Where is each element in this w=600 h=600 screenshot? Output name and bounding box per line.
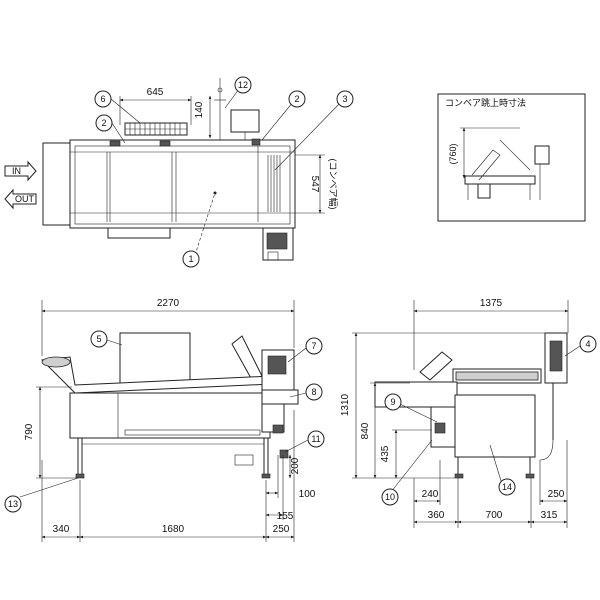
balloon-8: 8 bbox=[305, 383, 323, 401]
dim-155: 155 bbox=[277, 511, 294, 522]
svg-text:7: 7 bbox=[311, 341, 316, 351]
balloon-2-top-right: 2 bbox=[288, 90, 306, 108]
dim-645: 645 bbox=[147, 87, 164, 98]
balloon-3: 3 bbox=[336, 90, 354, 108]
svg-text:OUT: OUT bbox=[15, 194, 35, 204]
dim-240: 240 bbox=[422, 489, 439, 500]
dim-1375: 1375 bbox=[480, 298, 503, 309]
balloon-9: 9 bbox=[384, 393, 402, 411]
balloon-1: 1 bbox=[182, 250, 200, 268]
balloon-2-top-left: 2 bbox=[95, 114, 113, 132]
conveyor-ribs bbox=[267, 155, 281, 212]
front-view: 2270 790 340 1680 250 100 155 200 bbox=[19, 298, 316, 542]
dim-140: 140 bbox=[194, 101, 205, 118]
inset-title: コンベア跳上時寸法 bbox=[445, 97, 526, 108]
balloon-11: 11 bbox=[307, 430, 325, 448]
svg-text:1: 1 bbox=[188, 254, 193, 264]
svg-text:9: 9 bbox=[390, 397, 395, 407]
svg-text:2: 2 bbox=[101, 118, 106, 128]
svg-text:5: 5 bbox=[96, 334, 101, 344]
dim-1310: 1310 bbox=[340, 393, 351, 416]
top-view: 645 140 547 (コンベア幅) IN OUT bbox=[4, 78, 341, 261]
in-arrow: IN bbox=[4, 160, 37, 182]
dim-315: 315 bbox=[541, 510, 558, 521]
dim-790: 790 bbox=[24, 423, 35, 440]
balloon-6: 6 bbox=[94, 90, 112, 108]
dim-360: 360 bbox=[428, 510, 445, 521]
svg-text:3: 3 bbox=[342, 94, 347, 104]
balloon-4: 4 bbox=[579, 335, 597, 353]
svg-text:IN: IN bbox=[12, 166, 21, 176]
svg-text:12: 12 bbox=[238, 80, 248, 90]
svg-text:13: 13 bbox=[8, 499, 18, 509]
svg-text:4: 4 bbox=[585, 339, 590, 349]
svg-text:8: 8 bbox=[311, 387, 316, 397]
dim-100: 100 bbox=[299, 489, 316, 500]
dim-200: 200 bbox=[290, 457, 301, 474]
svg-text:14: 14 bbox=[502, 482, 512, 492]
balloons: 1 2 2 3 4 5 6 7 8 9 10 11 12 13 14 bbox=[4, 76, 597, 513]
dim-435: 435 bbox=[380, 445, 391, 462]
balloon-13: 13 bbox=[4, 495, 22, 513]
conveyor-width-label: (コンベア幅) bbox=[328, 159, 339, 210]
inset-dim-760: (760) bbox=[448, 143, 458, 164]
svg-text:11: 11 bbox=[311, 434, 320, 444]
out-arrow: OUT bbox=[4, 188, 37, 210]
dim-1680: 1680 bbox=[162, 524, 185, 535]
dim-340: 340 bbox=[53, 524, 70, 535]
inset-raised-conveyor: コンベア跳上時寸法 (760) bbox=[437, 93, 586, 222]
balloon-12: 12 bbox=[234, 76, 252, 94]
dim-250: 250 bbox=[273, 524, 290, 535]
balloon-5: 5 bbox=[90, 330, 108, 348]
dim-2270: 2270 bbox=[157, 298, 180, 309]
svg-text:6: 6 bbox=[100, 94, 105, 104]
dim-547: 547 bbox=[309, 176, 320, 193]
dim-side-250: 250 bbox=[548, 489, 565, 500]
svg-text:10: 10 bbox=[385, 492, 395, 502]
dim-700: 700 bbox=[486, 510, 503, 521]
svg-text:2: 2 bbox=[294, 94, 299, 104]
side-view: 1375 1310 840 435 240 250 360 700 315 bbox=[340, 298, 581, 528]
dim-840: 840 bbox=[360, 422, 371, 439]
control-box bbox=[230, 109, 260, 133]
top-view-body bbox=[69, 139, 296, 229]
balloon-14: 14 bbox=[498, 478, 516, 496]
balloon-10: 10 bbox=[381, 488, 399, 506]
balloon-7: 7 bbox=[305, 337, 323, 355]
